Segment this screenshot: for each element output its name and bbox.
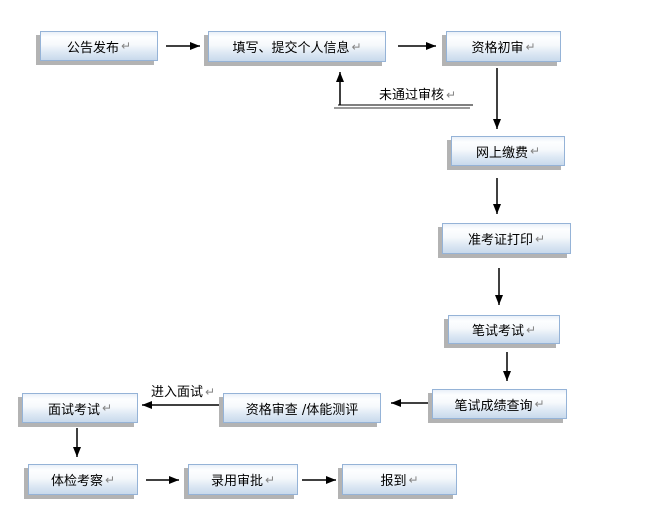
return-mark: ↵ [529, 144, 541, 158]
flow-node-label: 网上缴费 [475, 145, 528, 161]
flow-node-label: 笔试成绩查询 [454, 398, 533, 414]
return-mark: ↵ [534, 397, 545, 411]
flow-node-label: 笔试考试 [471, 324, 524, 339]
flow-node-fill-submit-info: 填写、提交个人信息↵ [208, 31, 386, 62]
flow-node-online-payment: 网上缴费↵ [451, 136, 565, 166]
return-mark: ↵ [408, 472, 419, 487]
return-mark: ↵ [264, 472, 276, 487]
edge-label-enter-interview: 进入面试↵ [151, 381, 215, 400]
flow-node-label: 面试考试 [47, 402, 100, 418]
edge-label-text: 未通过审核 [379, 88, 445, 103]
flow-node-qualification-first: 资格初审↵ [446, 31, 561, 62]
return-mark: ↵ [104, 472, 116, 487]
flow-node-label: 资格审查 /体能测评 [245, 402, 359, 418]
return-mark: ↵ [446, 88, 457, 102]
flow-node-announcement: 公告发布↵ [40, 31, 158, 61]
flow-node-qualification-fitness: 资格审查 /体能测评 [223, 393, 381, 423]
edge-label-fail-review: 未通过审核↵ [379, 84, 456, 103]
return-mark: ↵ [120, 39, 132, 53]
flow-node-label: 录用审批 [210, 474, 263, 489]
edge-label-text: 进入面试 [151, 385, 204, 400]
flow-node-written-exam: 笔试考试↵ [448, 315, 560, 344]
flow-node-score-inquiry: 笔试成绩查询↵ [432, 389, 567, 419]
flow-node-label: 公告发布 [66, 40, 119, 56]
flow-node-interview-exam: 面试考试↵ [22, 393, 138, 423]
return-mark: ↵ [525, 322, 537, 337]
flow-node-label: 准考证打印 [467, 233, 533, 248]
flow-node-physical-inspection: 体检考察↵ [28, 464, 138, 495]
flow-node-label: 填写、提交个人信息 [232, 41, 350, 56]
return-mark: ↵ [101, 401, 113, 415]
flow-node-report-duty: 报到↵ [342, 464, 457, 495]
flow-node-label: 资格初审 [471, 41, 524, 56]
flow-node-label: 体检考察 [50, 474, 103, 489]
flow-node-hire-approval: 录用审批↵ [188, 464, 298, 495]
return-mark: ↵ [534, 231, 546, 246]
flow-node-ticket-print: 准考证打印↵ [442, 223, 571, 254]
return-mark: ↵ [205, 385, 216, 399]
return-mark: ↵ [351, 39, 362, 54]
return-mark: ↵ [525, 39, 536, 54]
flow-node-label: 报到 [380, 474, 407, 489]
